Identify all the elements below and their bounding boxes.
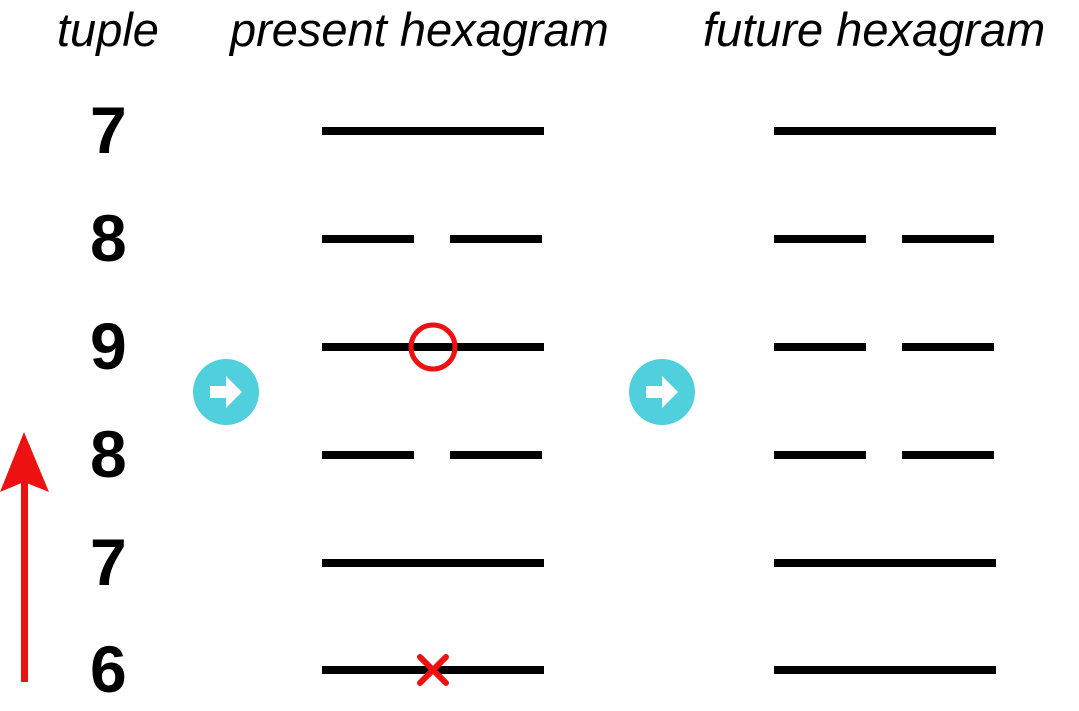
- tuple-number-5: 7: [90, 525, 127, 599]
- future-yang-line-6: [774, 666, 996, 674]
- tuple-number-2: 8: [90, 201, 127, 275]
- present-yin-line-2-left: [322, 235, 414, 243]
- tuple-number-3: 9: [90, 309, 127, 383]
- future-yin-line-3-left: [774, 343, 866, 351]
- reading-direction-up-arrow-icon: [0, 432, 49, 682]
- changing-yin-x-icon: [417, 654, 449, 686]
- transition-arrow-icon-1: [193, 359, 259, 425]
- present-yang-line-5: [322, 559, 544, 567]
- changing-yang-circle-icon: [408, 322, 458, 372]
- tuple-header: tuple: [57, 3, 159, 56]
- present-yang-line-3: [322, 343, 544, 351]
- tuple-number-4: 8: [90, 417, 127, 491]
- future-yin-line-3-right: [902, 343, 994, 351]
- tuple-number-1: 7: [90, 93, 127, 167]
- present-yin-line-2-right: [450, 235, 542, 243]
- tuple-number-6: 6: [90, 632, 127, 706]
- future-hexagram-header: future hexagram: [703, 3, 1046, 56]
- present-yang-line-1: [322, 127, 544, 135]
- future-yin-line-2-left: [774, 235, 866, 243]
- future-yang-line-1: [774, 127, 996, 135]
- present-hexagram-header: present hexagram: [230, 3, 609, 56]
- future-yin-line-4-left: [774, 451, 866, 459]
- future-yin-line-2-right: [902, 235, 994, 243]
- future-yin-line-4-right: [902, 451, 994, 459]
- present-yin-line-4-right: [450, 451, 542, 459]
- transition-arrow-icon-2: [629, 359, 695, 425]
- present-yin-line-4-left: [322, 451, 414, 459]
- future-yang-line-5: [774, 559, 996, 567]
